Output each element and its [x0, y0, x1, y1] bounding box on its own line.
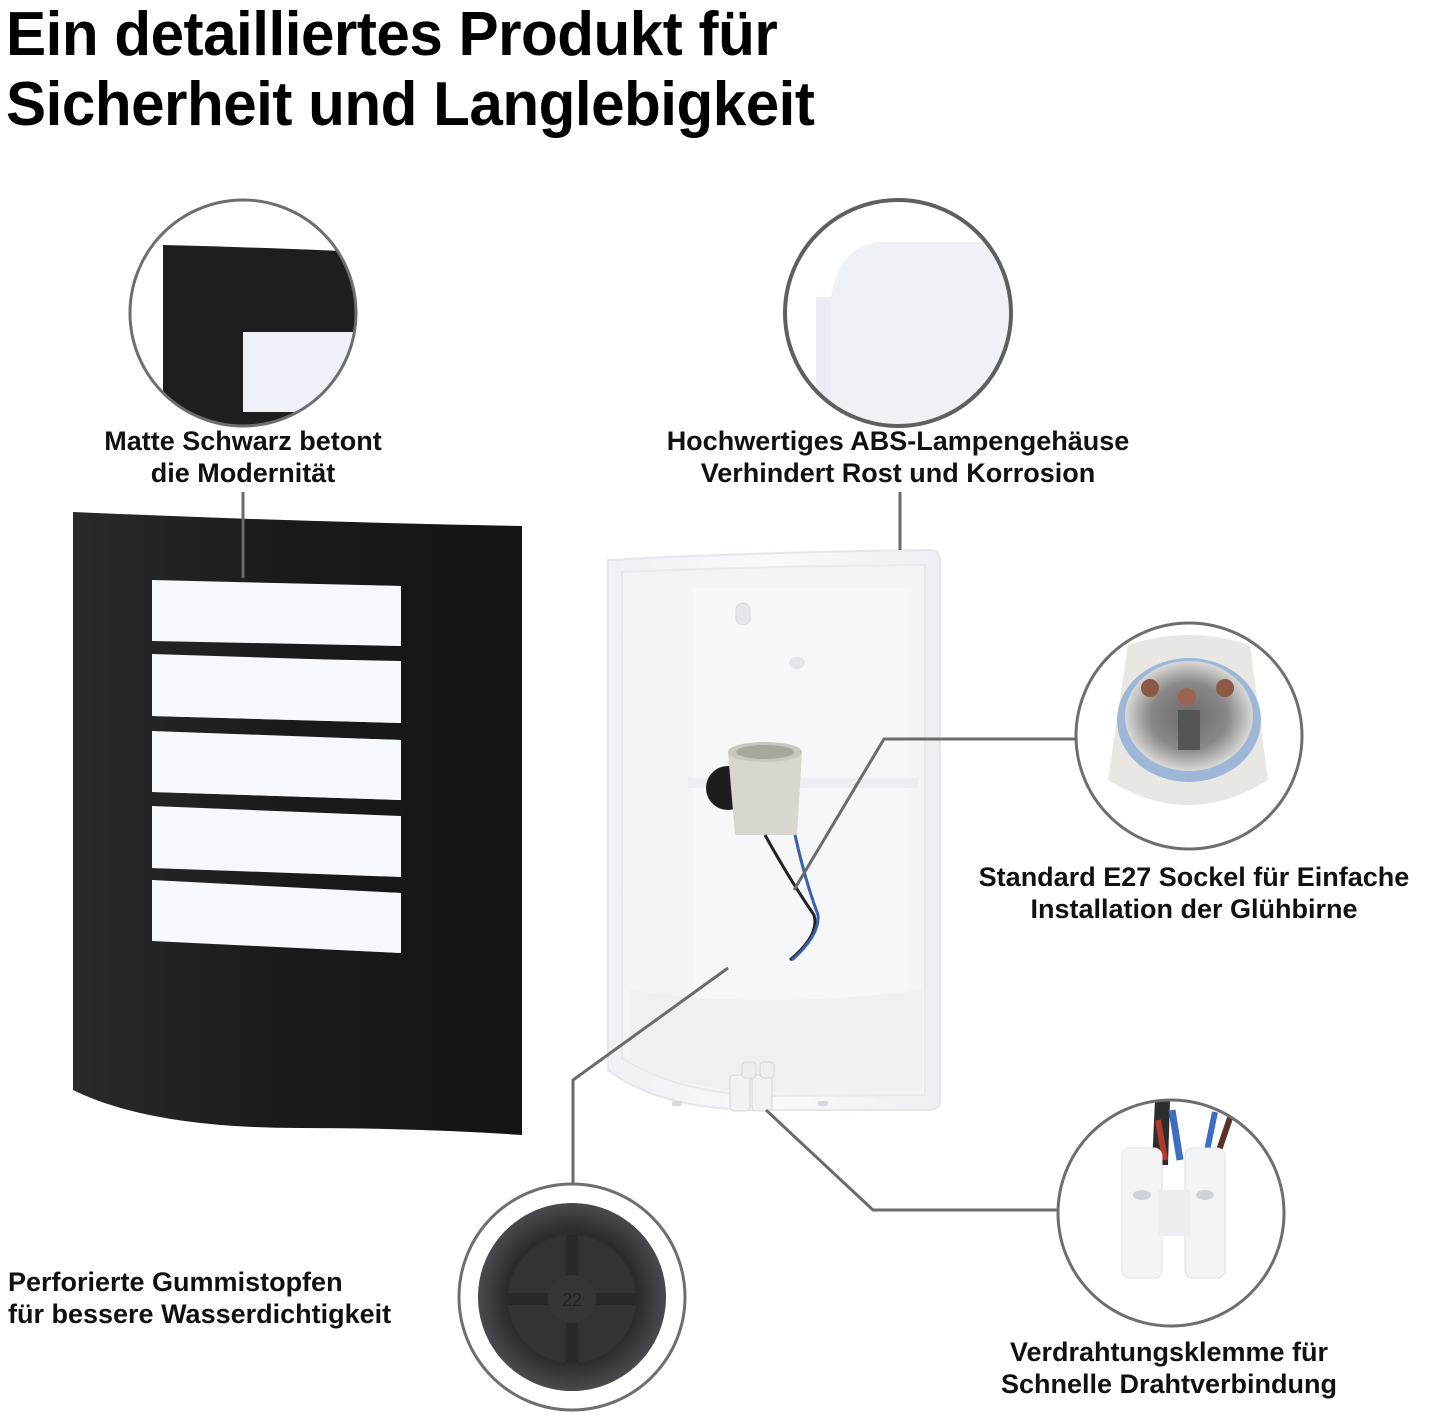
detail-circle-wiring-terminal — [1056, 1098, 1286, 1328]
grommet-marking: 22 — [562, 1290, 582, 1310]
title-line-1: Ein detailliertes Produkt für — [6, 0, 778, 69]
white-abs-housing — [607, 548, 941, 1112]
terminal-block — [729, 1061, 775, 1112]
callout-label-matte-black: Matte Schwarz betont die Modernität — [104, 426, 382, 488]
page-title: Ein detailliertes Produkt für Sicherheit… — [6, 0, 815, 140]
leader-line-e27-socket — [792, 737, 1078, 891]
leader-line-rubber-plug — [571, 966, 729, 1184]
callout-label-wiring-terminal: Verdrahtungsklemme für Schnelle Drahtver… — [1000, 1337, 1338, 1399]
leader-lines — [241, 492, 1078, 1212]
black-lamp-slats — [152, 580, 401, 723]
callout-label-rubber-plug: Perforierte Gummistopfen für bessere Was… — [8, 1267, 392, 1329]
detail-circle-matte-black — [128, 198, 358, 428]
detail-circle-e27-socket — [1074, 621, 1304, 851]
detail-circle-abs-housing — [783, 198, 1013, 428]
detail-circle-rubber-plug: 22 — [457, 1182, 687, 1412]
callout-label-abs-housing: Hochwertiges ABS-Lampengehäuse Verhinder… — [666, 426, 1130, 488]
title-line-2: Sicherheit und Langlebigkeit — [6, 70, 815, 139]
leader-line-wiring-terminal — [764, 1108, 1058, 1212]
callout-label-e27-socket: Standard E27 Sockel für Einfache Install… — [978, 862, 1410, 924]
